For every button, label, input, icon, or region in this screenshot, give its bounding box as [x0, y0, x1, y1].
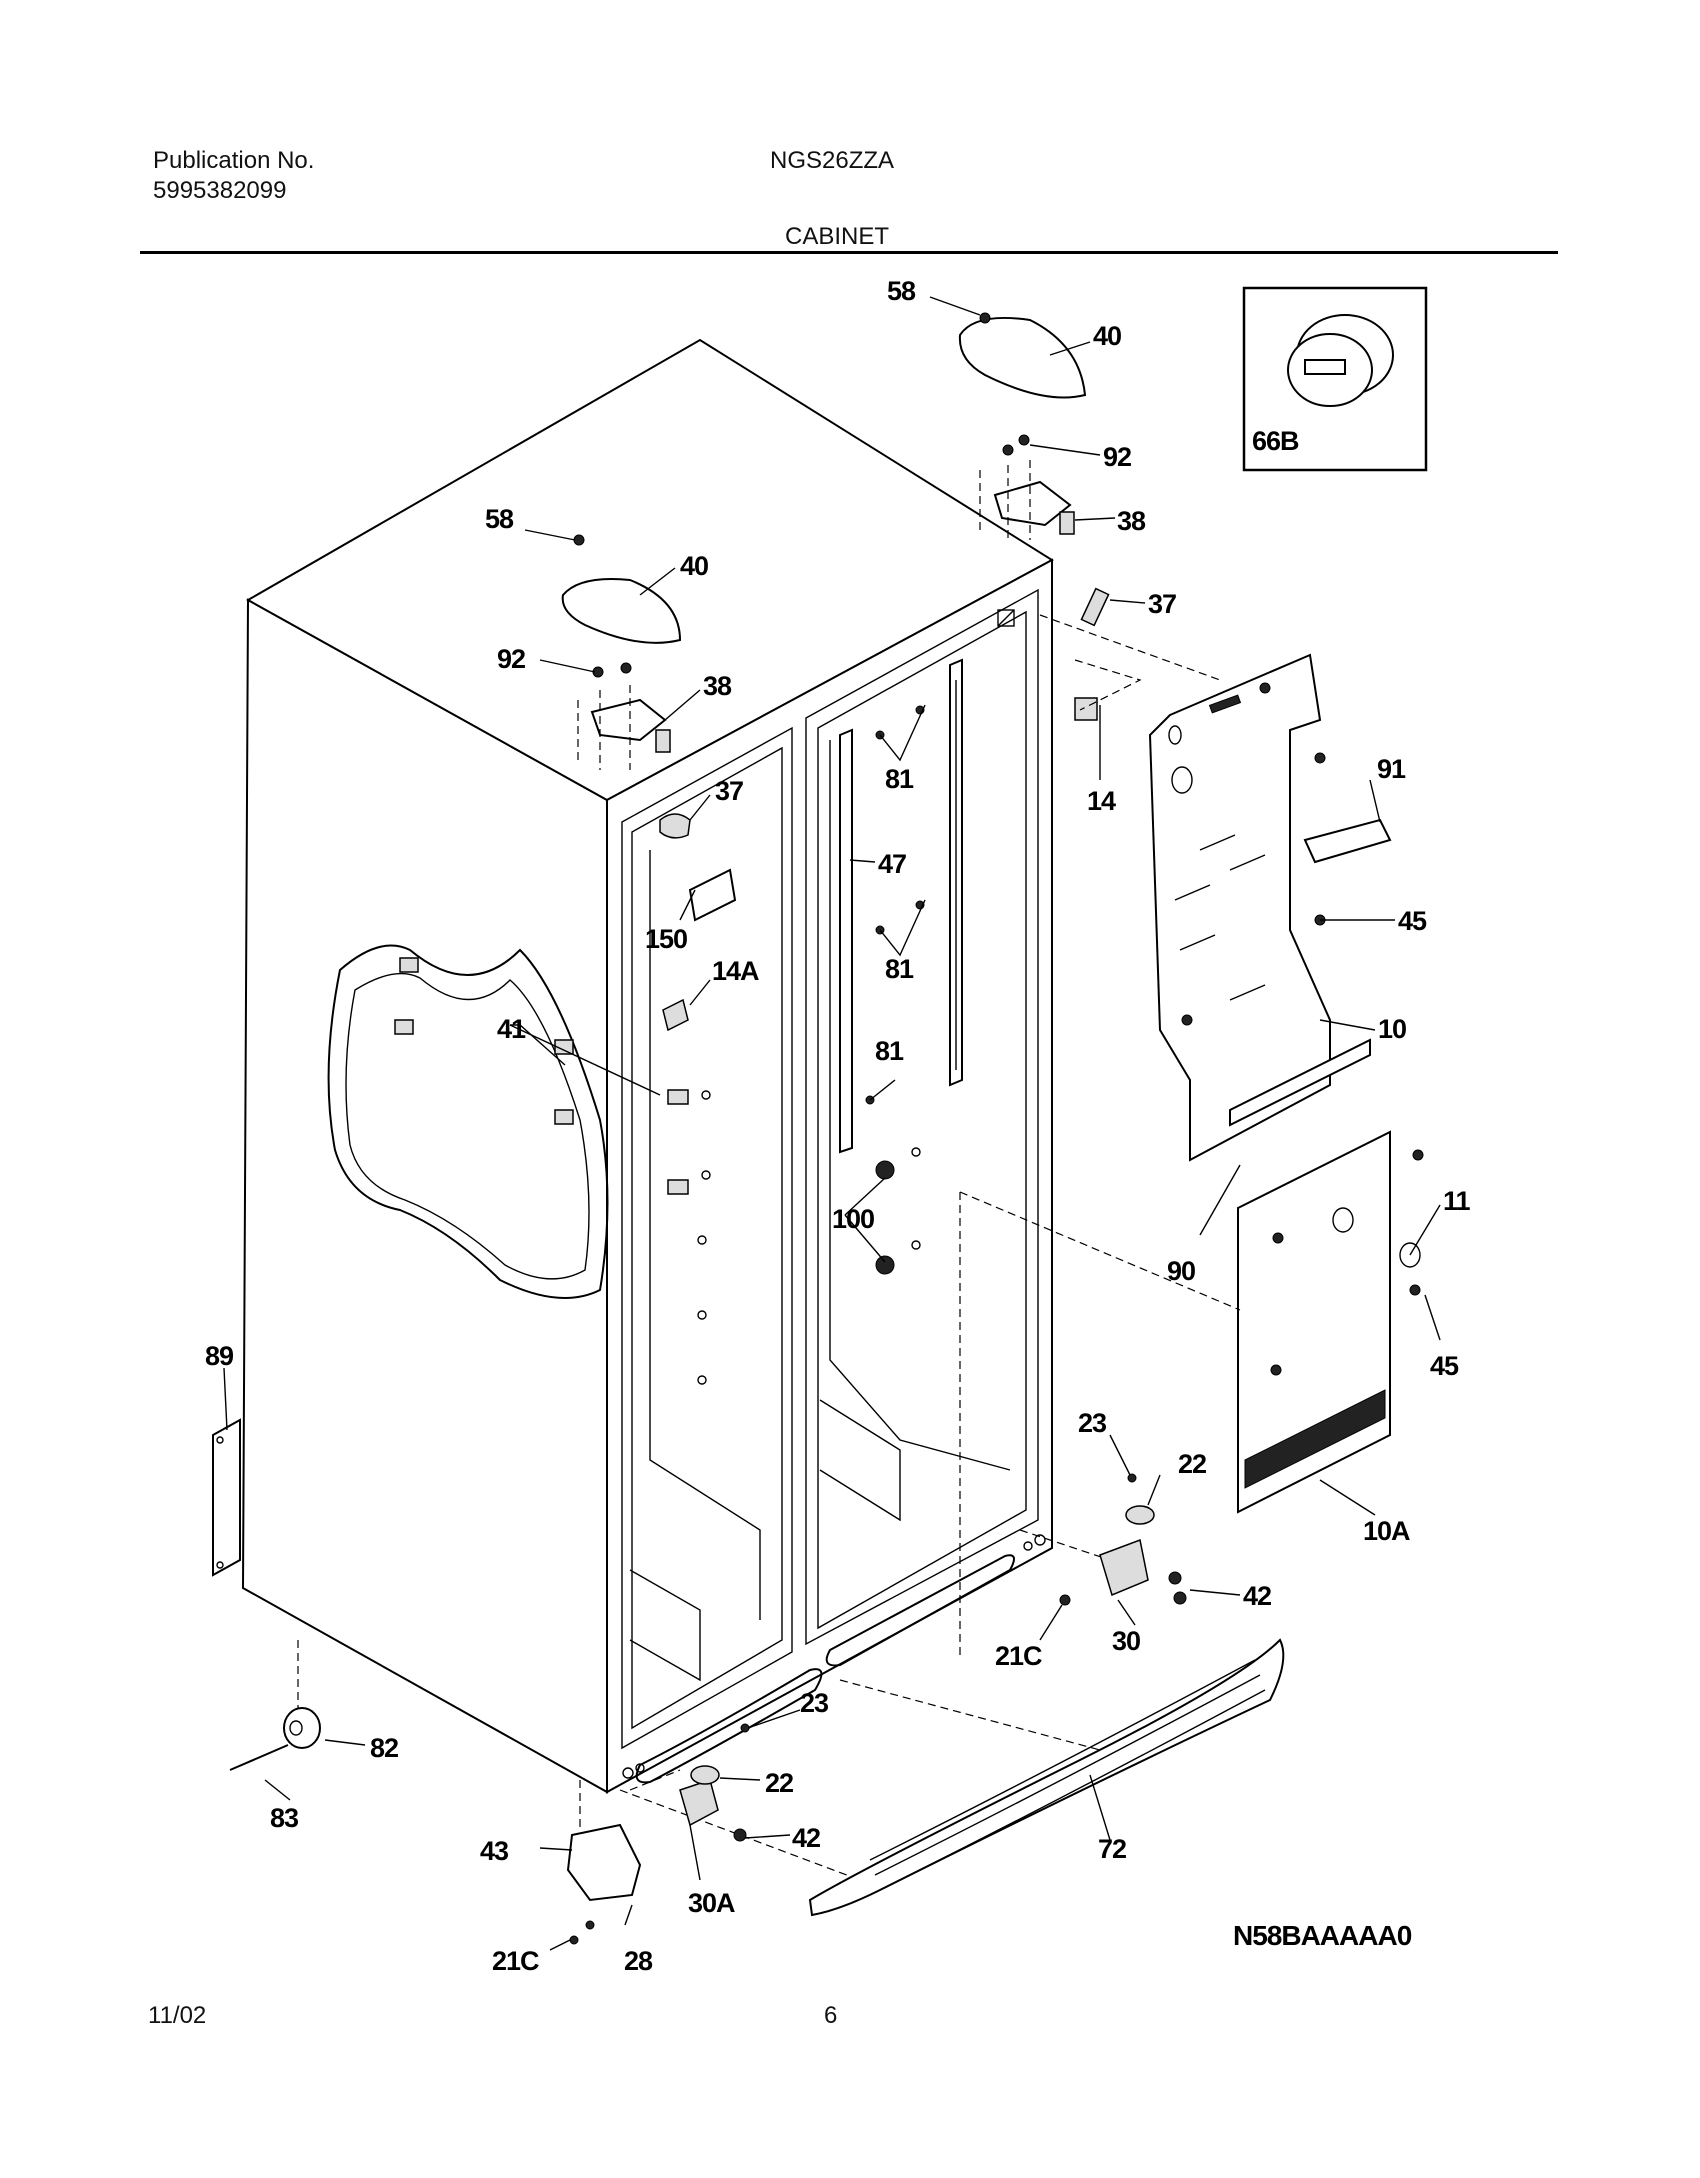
callout-42-left: 42 — [792, 1823, 820, 1853]
callout-38-left: 38 — [703, 671, 732, 701]
freezer-shelf-rails — [839, 658, 963, 1275]
publication-number: 5995382099 — [153, 177, 287, 204]
callout-45-upper: 45 — [1398, 906, 1427, 936]
callout-11: 11 — [1443, 1186, 1471, 1216]
cabinet-body — [212, 338, 1054, 1794]
callout-40-right: 40 — [1093, 321, 1121, 351]
callout-72: 72 — [1098, 1834, 1126, 1864]
callout-92-right: 92 — [1103, 442, 1131, 472]
callout-22-right: 22 — [1178, 1449, 1206, 1479]
callout-30: 30 — [1112, 1626, 1140, 1656]
door-outline — [327, 944, 609, 1299]
callout-10a: 10A — [1363, 1516, 1410, 1546]
evaporator-cover-panel — [1148, 653, 1392, 1162]
callout-23-left: 23 — [800, 1688, 829, 1718]
callout-37-left: 37 — [715, 776, 743, 806]
callout-90: 90 — [1167, 1256, 1195, 1286]
publication-label: Publication No. — [153, 147, 315, 174]
callout-14: 14 — [1087, 786, 1116, 816]
callout-82: 82 — [370, 1733, 398, 1763]
toe-grille — [808, 1638, 1285, 1917]
section-title: CABINET — [785, 223, 890, 250]
inset-label: 66B — [1252, 426, 1299, 456]
callout-81-low: 81 — [875, 1036, 904, 1066]
right-top-hinge-group — [958, 312, 1110, 627]
callout-81-mid: 81 — [885, 954, 914, 984]
left-top-hinge-group — [561, 534, 682, 770]
callout-22-left: 22 — [765, 1768, 793, 1798]
bottom-right-hinge — [1059, 1473, 1187, 1606]
callout-47: 47 — [878, 849, 906, 879]
callout-92-left: 92 — [497, 644, 525, 674]
callout-21c-left: 21C — [492, 1946, 539, 1976]
callout-41: 41 — [497, 1014, 526, 1044]
model-number: NGS26ZZA — [770, 147, 895, 174]
page-number: 6 — [824, 2002, 838, 2029]
lower-access-panel — [1237, 1130, 1424, 1514]
callout-91: 91 — [1377, 754, 1406, 784]
roller-and-screw — [229, 1707, 321, 1771]
bottom-left-hinge — [566, 1723, 750, 1945]
callout-10: 10 — [1378, 1014, 1406, 1044]
alignment-lines — [297, 614, 1241, 1881]
inset-box-66b: 66B — [1242, 286, 1428, 472]
callout-83: 83 — [270, 1803, 299, 1833]
callout-58-left: 58 — [485, 504, 514, 534]
callout-14a: 14A — [712, 956, 759, 986]
diagram-code: N58BAAAAA0 — [1233, 1920, 1412, 1951]
callout-37-right: 37 — [1148, 589, 1176, 619]
callout-23-right: 23 — [1078, 1408, 1107, 1438]
callout-45-lower: 45 — [1430, 1351, 1459, 1381]
callout-43: 43 — [480, 1836, 509, 1866]
callout-21c-right: 21C — [995, 1641, 1042, 1671]
callout-40-left: 40 — [680, 551, 708, 581]
callout-150: 150 — [645, 924, 687, 954]
callout-58-right: 58 — [887, 276, 916, 306]
callout-30a: 30A — [688, 1888, 735, 1918]
callout-38-right: 38 — [1117, 506, 1146, 536]
footer-date: 11/02 — [148, 2002, 207, 2029]
callout-89: 89 — [205, 1341, 234, 1371]
callout-100: 100 — [832, 1204, 874, 1234]
callout-81-top: 81 — [885, 764, 914, 794]
fresh-food-parts — [659, 659, 1142, 1385]
leader-lines — [223, 296, 1441, 1951]
callout-28: 28 — [624, 1946, 653, 1976]
callout-42-right: 42 — [1243, 1581, 1271, 1611]
callout-labels: 58 40 92 38 37 58 40 92 38 37 81 47 81 8… — [205, 276, 1472, 1976]
header-rule — [140, 251, 1558, 254]
